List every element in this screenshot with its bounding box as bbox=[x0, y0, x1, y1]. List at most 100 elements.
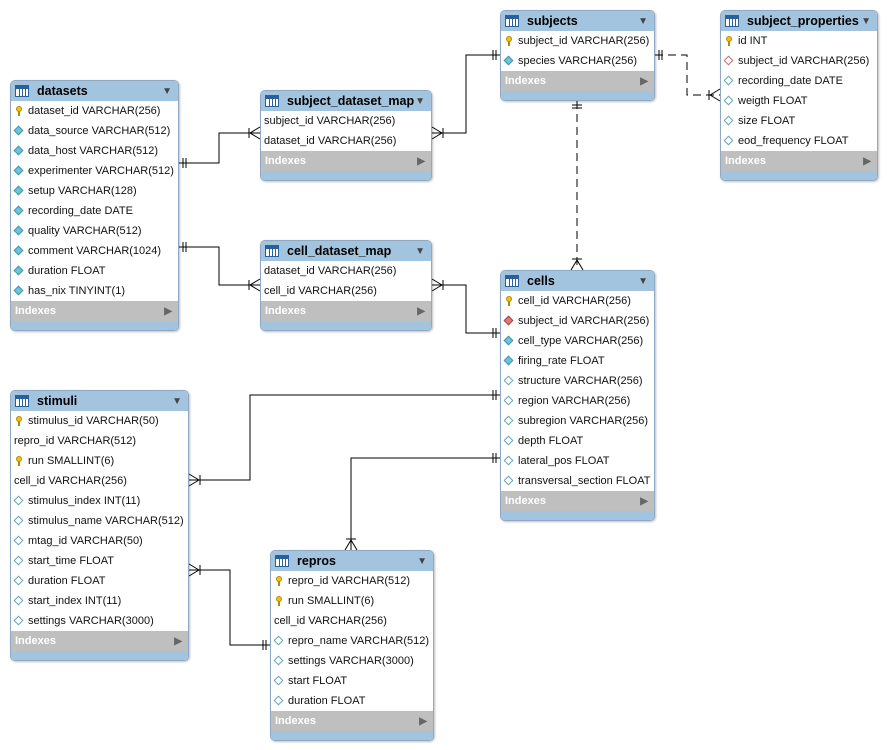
column-row[interactable]: run SMALLINT(6) bbox=[11, 451, 188, 471]
expand-arrow-icon[interactable]: ▶ bbox=[417, 155, 425, 167]
column-row[interactable]: cell_id VARCHAR(256) bbox=[261, 281, 431, 301]
indexes-bar[interactable]: Indexes▶ bbox=[261, 301, 431, 321]
column-row[interactable]: data_source VARCHAR(512) bbox=[11, 121, 178, 141]
table-cell-dataset-map[interactable]: cell_dataset_map▼dataset_id VARCHAR(256)… bbox=[260, 240, 432, 331]
column-row[interactable]: subject_id VARCHAR(256) bbox=[501, 311, 654, 331]
column-row[interactable]: start_index INT(11) bbox=[11, 591, 188, 611]
nullable-column-icon bbox=[724, 76, 734, 86]
collapse-caret-icon[interactable]: ▼ bbox=[638, 275, 648, 287]
column-row[interactable]: settings VARCHAR(3000) bbox=[11, 611, 188, 631]
column-row[interactable]: lateral_pos FLOAT bbox=[501, 451, 654, 471]
column-row[interactable]: dataset_id VARCHAR(256) bbox=[11, 101, 178, 121]
column-row[interactable]: id INT bbox=[721, 31, 877, 51]
column-row[interactable]: stimulus_id VARCHAR(50) bbox=[11, 411, 188, 431]
column-row[interactable]: depth FLOAT bbox=[501, 431, 654, 451]
table-cells[interactable]: cells▼cell_id VARCHAR(256)subject_id VAR… bbox=[500, 270, 655, 521]
table-icon bbox=[505, 15, 519, 27]
collapse-caret-icon[interactable]: ▼ bbox=[415, 95, 425, 107]
connector-datasets-subject-dataset-map bbox=[179, 132, 260, 164]
table-subject-dataset-map[interactable]: subject_dataset_map▼subject_id VARCHAR(2… bbox=[260, 90, 432, 181]
collapse-caret-icon[interactable]: ▼ bbox=[172, 395, 182, 407]
indexes-bar[interactable]: Indexes▶ bbox=[501, 71, 654, 91]
column-row[interactable]: start_time FLOAT bbox=[11, 551, 188, 571]
column-row[interactable]: quality VARCHAR(512) bbox=[11, 221, 178, 241]
table-icon bbox=[505, 275, 519, 287]
table-header[interactable]: subjects▼ bbox=[501, 11, 654, 31]
column-row[interactable]: duration FLOAT bbox=[11, 261, 178, 281]
collapse-caret-icon[interactable]: ▼ bbox=[861, 15, 871, 27]
column-row[interactable]: mtag_id VARCHAR(50) bbox=[11, 531, 188, 551]
column-row[interactable]: start FLOAT bbox=[271, 671, 433, 691]
column-row[interactable]: cell_id VARCHAR(256) bbox=[271, 611, 433, 631]
column-row[interactable]: setup VARCHAR(128) bbox=[11, 181, 178, 201]
column-row[interactable]: settings VARCHAR(3000) bbox=[271, 651, 433, 671]
expand-arrow-icon[interactable]: ▶ bbox=[164, 305, 172, 317]
expand-arrow-icon[interactable]: ▶ bbox=[417, 305, 425, 317]
column-row[interactable]: transversal_section FLOAT bbox=[501, 471, 654, 491]
expand-arrow-icon[interactable]: ▶ bbox=[174, 635, 182, 647]
column-row[interactable]: duration FLOAT bbox=[271, 691, 433, 711]
column-row[interactable]: subject_id VARCHAR(256) bbox=[501, 31, 654, 51]
column-row[interactable]: repro_id VARCHAR(512) bbox=[11, 431, 188, 451]
table-header[interactable]: repros▼ bbox=[271, 551, 433, 571]
column-row[interactable]: subject_id VARCHAR(256) bbox=[721, 51, 877, 71]
column-row[interactable]: dataset_id VARCHAR(256) bbox=[261, 131, 431, 151]
column-row[interactable]: repro_id VARCHAR(512) bbox=[271, 571, 433, 591]
column-label: duration FLOAT bbox=[28, 575, 106, 587]
column-row[interactable]: subregion VARCHAR(256) bbox=[501, 411, 654, 431]
expand-arrow-icon[interactable]: ▶ bbox=[419, 715, 427, 727]
collapse-caret-icon[interactable]: ▼ bbox=[162, 85, 172, 97]
column-row[interactable]: subject_id VARCHAR(256) bbox=[261, 111, 431, 131]
table-subjects[interactable]: subjects▼subject_id VARCHAR(256)species … bbox=[500, 10, 655, 101]
column-row[interactable]: dataset_id VARCHAR(256) bbox=[261, 261, 431, 281]
column-row[interactable]: experimenter VARCHAR(512) bbox=[11, 161, 178, 181]
table-datasets[interactable]: datasets▼dataset_id VARCHAR(256)data_sou… bbox=[10, 80, 179, 331]
column-row[interactable]: cell_type VARCHAR(256) bbox=[501, 331, 654, 351]
table-repros[interactable]: repros▼repro_id VARCHAR(512)run SMALLINT… bbox=[270, 550, 434, 741]
column-row[interactable]: cell_id VARCHAR(256) bbox=[11, 471, 188, 491]
indexes-bar[interactable]: Indexes ▶ bbox=[11, 631, 188, 651]
column-diamond-icon bbox=[504, 56, 514, 66]
column-row[interactable]: weigth FLOAT bbox=[721, 91, 877, 111]
column-label: start_time FLOAT bbox=[28, 555, 114, 567]
indexes-bar[interactable]: Indexes▶ bbox=[271, 711, 433, 731]
table-header[interactable]: cell_dataset_map▼ bbox=[261, 241, 431, 261]
table-header[interactable]: stimuli▼ bbox=[11, 391, 188, 411]
table-header[interactable]: subject_properties▼ bbox=[721, 11, 877, 31]
column-label: firing_rate FLOAT bbox=[518, 355, 605, 367]
table-header[interactable]: datasets▼ bbox=[11, 81, 178, 101]
column-row[interactable]: eod_frequency FLOAT bbox=[721, 131, 877, 151]
column-row[interactable]: structure VARCHAR(256) bbox=[501, 371, 654, 391]
column-row[interactable]: region VARCHAR(256) bbox=[501, 391, 654, 411]
column-row[interactable]: stimulus_name VARCHAR(512) bbox=[11, 511, 188, 531]
collapse-caret-icon[interactable]: ▼ bbox=[638, 15, 648, 27]
column-row[interactable]: stimulus_index INT(11) bbox=[11, 491, 188, 511]
expand-arrow-icon[interactable]: ▶ bbox=[640, 495, 648, 507]
column-row[interactable]: cell_id VARCHAR(256) bbox=[501, 291, 654, 311]
indexes-bar[interactable]: Indexes▶ bbox=[11, 301, 178, 321]
column-row[interactable]: recording_date DATE bbox=[721, 71, 877, 91]
indexes-bar[interactable]: Indexes▶ bbox=[721, 151, 877, 171]
column-row[interactable]: size FLOAT bbox=[721, 111, 877, 131]
column-row[interactable]: comment VARCHAR(1024) bbox=[11, 241, 178, 261]
column-row[interactable]: has_nix TINYINT(1) bbox=[11, 281, 178, 301]
collapse-caret-icon[interactable]: ▼ bbox=[417, 555, 427, 567]
expand-arrow-icon[interactable]: ▶ bbox=[640, 75, 648, 87]
column-row[interactable]: data_host VARCHAR(512) bbox=[11, 141, 178, 161]
collapse-caret-icon[interactable]: ▼ bbox=[415, 245, 425, 257]
indexes-bar[interactable]: Indexes▶ bbox=[261, 151, 431, 171]
column-row[interactable]: species VARCHAR(256) bbox=[501, 51, 654, 71]
column-row[interactable]: repro_name VARCHAR(512) bbox=[271, 631, 433, 651]
table-icon bbox=[15, 85, 29, 97]
column-row[interactable]: duration FLOAT bbox=[11, 571, 188, 591]
table-stimuli[interactable]: stimuli▼stimulus_id VARCHAR(50)repro_id … bbox=[10, 390, 189, 661]
column-row[interactable]: run SMALLINT(6) bbox=[271, 591, 433, 611]
column-row[interactable]: firing_rate FLOAT bbox=[501, 351, 654, 371]
column-row[interactable]: recording_date DATE bbox=[11, 201, 178, 221]
table-header[interactable]: cells▼ bbox=[501, 271, 654, 291]
indexes-bar[interactable]: Indexes▶ bbox=[501, 491, 654, 511]
indexes-label: Indexes bbox=[15, 635, 56, 647]
expand-arrow-icon[interactable]: ▶ bbox=[863, 155, 871, 167]
table-header[interactable]: subject_dataset_map▼ bbox=[261, 91, 431, 111]
